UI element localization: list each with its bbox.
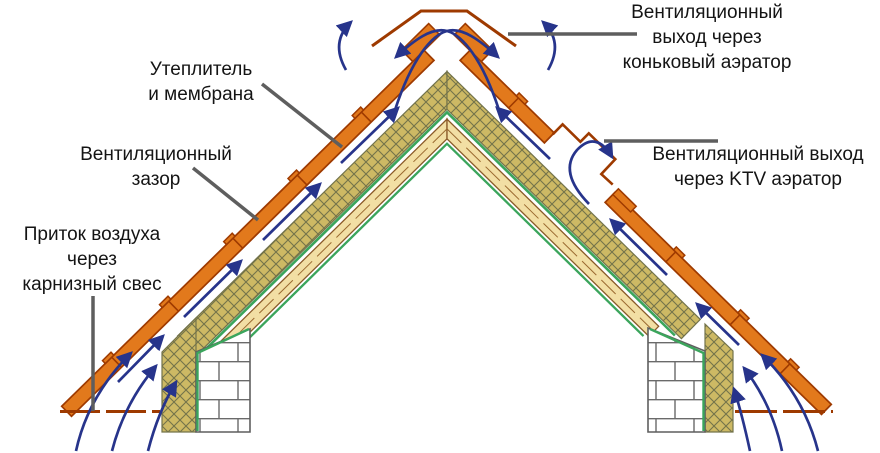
label-eaves-inflow: Приток воздуха через карнизный свес — [22, 222, 161, 297]
left-gap-airflow-arrows — [117, 106, 400, 383]
ridge-exit-arrows — [335, 20, 559, 111]
wood-deck-layer — [220, 117, 660, 352]
tile-steps — [515, 91, 801, 372]
left-eaves-inflow-arrows — [74, 351, 178, 452]
label-line: коньковый аэратор — [622, 52, 792, 73]
label-line: Утеплитель — [149, 59, 253, 80]
right-wall-brick — [647, 326, 706, 433]
label-line: через — [67, 249, 117, 270]
left-wall-insulation — [161, 316, 197, 433]
label-line: и мембрана — [148, 84, 254, 105]
leader-lines — [91, 32, 718, 411]
right-wall-membrane — [649, 327, 705, 431]
airflow-arrows — [74, 20, 820, 452]
label-line: через KTV аэратор — [673, 169, 843, 190]
ktv-aerator — [551, 122, 618, 186]
right-wall — [647, 322, 734, 433]
left-wall — [161, 316, 251, 433]
right-gap-airflow-arrows — [495, 106, 740, 346]
label-vent-gap: Вентиляционный зазор — [80, 142, 232, 192]
insulation-leader — [260, 82, 344, 149]
label-ridge-vent: Вентиляционный выход через коньковый аэр… — [623, 0, 792, 75]
label-line: выход через — [652, 27, 762, 48]
ktv-exit-arrow — [568, 140, 614, 205]
label-insulation: Утеплитель и мембрана — [148, 57, 253, 107]
tile-below-ktv — [611, 187, 638, 214]
left-roof-tiles — [60, 49, 436, 418]
vent-gap-leader — [191, 166, 260, 222]
left-wall-membrane — [196, 327, 250, 431]
label-line: Приток воздуха — [23, 224, 161, 245]
label-ktv-vent: Вентиляционный выход через KTV аэратор — [652, 142, 863, 192]
label-line: карнизный свес — [22, 274, 162, 295]
right-roof-tiles — [458, 49, 833, 416]
tile-steps — [101, 106, 365, 365]
right-wall-insulation — [704, 322, 734, 433]
membrane-layer — [202, 110, 676, 353]
right-eaves-inflow-arrows — [730, 353, 820, 452]
label-line: Вентиляционный — [631, 2, 783, 23]
label-line: Вентиляционный выход — [652, 144, 864, 165]
label-line: зазор — [131, 169, 181, 190]
label-line: Вентиляционный — [80, 144, 232, 165]
